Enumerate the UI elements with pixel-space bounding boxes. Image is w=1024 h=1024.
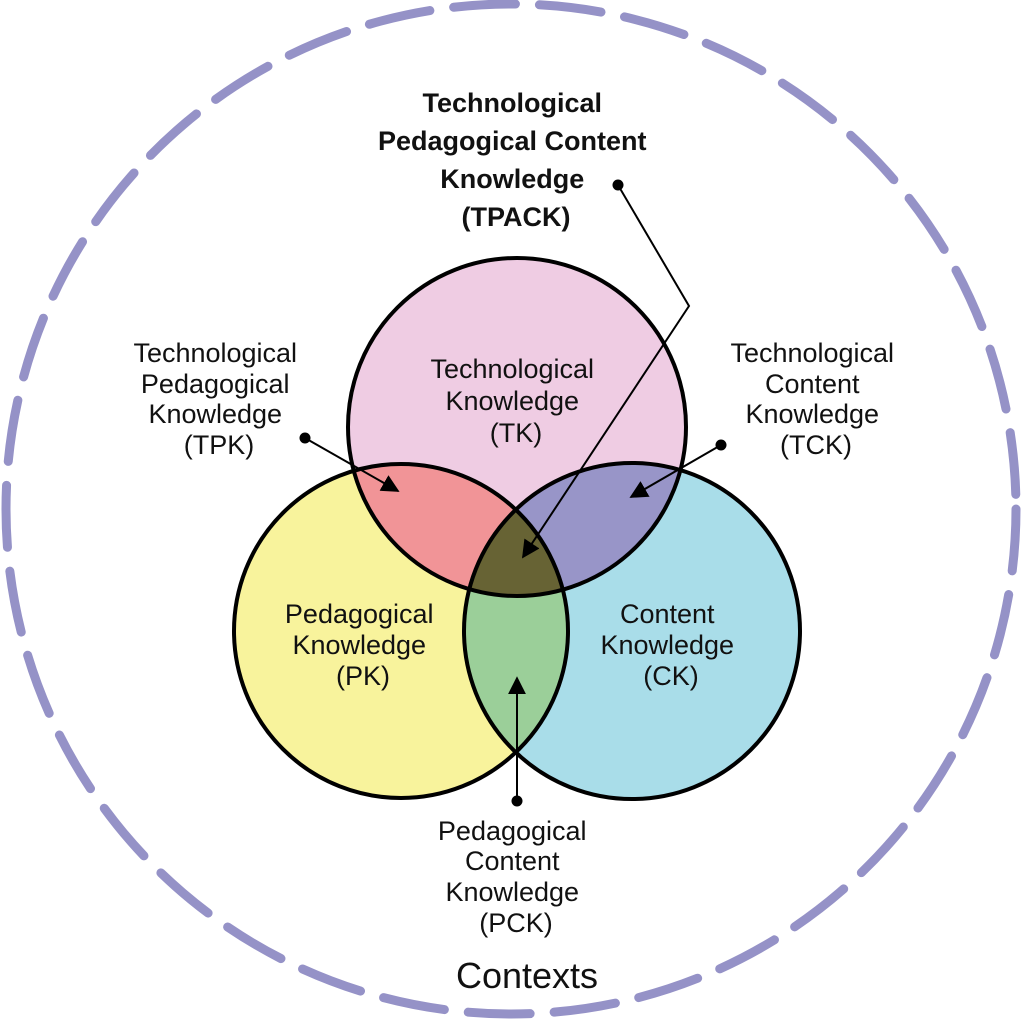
pk-outline: [232, 462, 570, 800]
pk-label-line: Knowledge: [292, 630, 426, 660]
tpack-title-line: Technological: [422, 88, 602, 118]
pk-label-line: Pedagogical: [285, 599, 434, 629]
tk-label: Technological Knowledge (TK): [430, 354, 601, 448]
pk-label-line: (PK): [336, 661, 390, 691]
tpk-label: Technological Pedagogical Knowledge (TPK…: [133, 338, 304, 460]
tpack-title-line: Pedagogical Content: [378, 126, 647, 156]
pck-label-line: Content: [465, 846, 560, 876]
tck-region: [464, 463, 686, 596]
tpack-leader-arrow: [522, 184, 691, 559]
pk-label: Pedagogical Knowledge (PK): [285, 599, 441, 691]
ck-label-line: Knowledge: [600, 630, 734, 660]
pck-label-line: Pedagogical: [438, 816, 587, 846]
pck-leader: [508, 676, 526, 807]
tck-label-line: Content: [765, 369, 860, 399]
tck-label: Technological Content Knowledge (TCK): [730, 338, 901, 460]
ck-label-line: (CK): [643, 661, 699, 691]
tck-label-line: Knowledge: [745, 399, 879, 429]
pck-label-line: (PCK): [479, 908, 553, 938]
tpack-title-line: Knowledge: [440, 164, 584, 194]
tpack-leader: [522, 179, 691, 559]
tck-label-line: (TCK): [780, 430, 852, 460]
ck-label: Content Knowledge (CK): [600, 599, 741, 691]
tpk-leader: [299, 432, 400, 492]
tck-leader-arrow: [629, 444, 722, 498]
pck-label: Pedagogical Content Knowledge (PCK): [438, 816, 594, 938]
ck-label-line: Content: [620, 599, 715, 629]
tk-outline: [346, 256, 688, 598]
tck-leader: [629, 439, 727, 498]
tpk-label-line: (TPK): [184, 430, 255, 460]
tpk-label-line: Technological: [133, 338, 297, 368]
tpk-leader-arrow: [304, 437, 400, 492]
tk-label-line: Knowledge: [445, 386, 579, 416]
tpack-title-line: (TPACK): [462, 202, 571, 232]
pck-label-line: Knowledge: [445, 877, 579, 907]
contexts-label: Contexts: [456, 955, 598, 996]
tck-label-line: Technological: [730, 338, 894, 368]
tk-label-line: (TK): [490, 418, 542, 448]
tpk-label-line: Pedagogical: [141, 369, 290, 399]
ck-outline: [462, 461, 802, 801]
tpk-label-line: Knowledge: [148, 399, 282, 429]
tpack-title: Technological Pedagogical Content Knowle…: [378, 88, 654, 232]
tk-label-line: Technological: [430, 354, 594, 384]
